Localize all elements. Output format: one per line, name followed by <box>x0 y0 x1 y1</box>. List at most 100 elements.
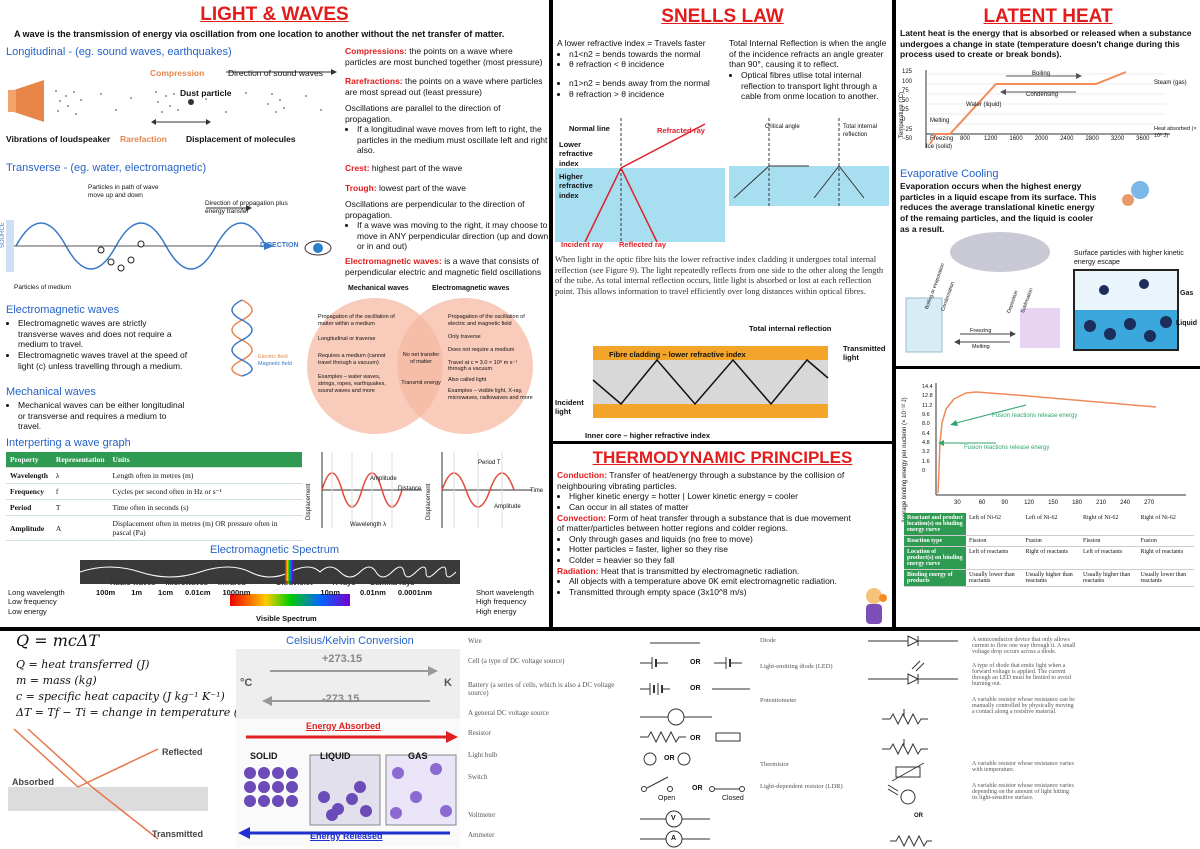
snell-left-text: A lower refractive index = Travels faste… <box>557 38 725 99</box>
dust-particle-label: Dust particle <box>180 88 232 98</box>
fusion-label-b: Fusion reactions release energy <box>964 445 1050 451</box>
divider-horizontal-main <box>0 627 1200 631</box>
evap-heading: Evaporative Cooling <box>900 168 999 180</box>
graph1-amplitude: Amplitude <box>370 476 397 482</box>
medium-label: Particles of medium <box>14 284 72 291</box>
longitudinal-diagram <box>8 69 337 125</box>
gas-state-label: GAS <box>408 751 428 761</box>
graph2-period: Period T <box>478 460 501 466</box>
plus-273: +273.15 <box>322 653 363 665</box>
fusion-fission-table: Reactant and product location(s) on bind… <box>904 513 1194 587</box>
em-heading: Electromagnetic waves <box>6 304 120 316</box>
transverse-diagram <box>6 205 332 272</box>
rarefaction-label: Rarefaction <box>120 134 167 144</box>
spectrum-wave <box>79 560 460 606</box>
circuit-component-drawings <box>868 635 958 848</box>
liquid-label: Liquid <box>1176 320 1197 327</box>
lower-index-label: Lower refractive index <box>559 140 593 168</box>
evap-text: Evaporation occurs when the highest ener… <box>900 181 1097 234</box>
tir-text: Total Internal Reflection is when the an… <box>729 38 889 102</box>
transmitted-label: Transmitted <box>152 829 204 839</box>
divider-vertical-1 <box>549 0 553 627</box>
crest-def: Crest: highest part of the wave <box>345 163 463 173</box>
snell-title: SNELLS LAW <box>661 6 784 27</box>
heating-curve-chart <box>925 70 1170 148</box>
melting-label: Melting <box>930 118 950 124</box>
circuit-symbols-right: Diode A semiconductor device that only a… <box>760 637 1076 801</box>
minus-273: -273.15 <box>322 693 360 705</box>
gas-label: Gas <box>1180 290 1194 297</box>
mech-heading: Mechanical waves <box>6 386 96 398</box>
critical-angle-label: Critical angle <box>765 124 800 130</box>
or-label-battery: OR <box>690 685 701 692</box>
water-label: Water (liquid) <box>966 102 1002 108</box>
fusion-label-a: Fusion reactions release energy <box>992 413 1078 419</box>
displacement-label: Displacement of molecules <box>186 134 296 144</box>
celsius-title: Celsius/Kelvin Conversion <box>286 635 414 647</box>
direction-label: DIRECTION <box>260 242 299 249</box>
particles-path-label: Particles in path of wave move up and do… <box>88 184 159 200</box>
fibre-tir-label: Total internal reflection <box>749 324 832 333</box>
surface-particles-label: Surface particles with higher kinetic en… <box>1074 250 1184 266</box>
optic-fibre-diagram <box>592 346 829 418</box>
energy-absorbed-label: Energy Absorbed <box>306 721 381 731</box>
or-label-ldr: OR <box>914 813 923 819</box>
binding-energy-chart <box>935 383 1186 496</box>
inner-core-label: Inner core – higher refractive index <box>585 431 711 440</box>
solid-label: SOLID <box>250 751 278 761</box>
energy-released-label: Energy Released <box>310 831 383 841</box>
switch-closed-label: Closed <box>722 795 744 802</box>
reflected-label: Reflected <box>162 747 203 757</box>
compression-label: Compression <box>150 68 205 78</box>
refracted-ray-label: Refracted ray <box>657 126 705 135</box>
latent-panel: LATENT HEAT Latent heat is the energy th… <box>896 0 1200 366</box>
em-wave-icon <box>231 299 253 377</box>
binding-ylabel: Average binding energy per nucleon (× 10… <box>902 397 908 523</box>
graph2-amplitude: Amplitude <box>494 504 521 510</box>
voltmeter-letter: V <box>671 815 676 822</box>
venn-right-title: Electromagnetic waves <box>432 285 510 292</box>
graph1-distance: Distance <box>398 486 422 492</box>
em-bullets: Electromagnetic waves are strictly trans… <box>6 318 188 371</box>
steam-label: Steam (gas) <box>1154 80 1187 86</box>
normal-line-label: Normal line <box>569 124 610 133</box>
freezing-label: Freezing <box>930 136 954 142</box>
states-of-matter <box>238 731 458 839</box>
liquid-state-label: LIQUID <box>320 751 351 761</box>
magnetic-field-label: Magnetic field <box>258 361 292 367</box>
refraction-diagram <box>555 118 725 243</box>
direction-sound-label: Direction of sound waves <box>228 68 323 78</box>
compressions-def: Compressions: the points on a wave where… <box>345 46 543 67</box>
formula-definitions: Q = heat transferred (J)m = mass (kg)c =… <box>16 658 251 719</box>
higher-index-label: Higher refractive index <box>559 172 593 200</box>
wave-graph-time <box>441 452 532 528</box>
switch-open-label: Open <box>658 795 676 802</box>
thermo-text: Conduction: Transfer of heat/energy thro… <box>557 470 857 598</box>
kelvin-unit: K <box>444 677 452 689</box>
conversion-arrows <box>262 666 438 706</box>
incident-ray-label: Incident ray <box>561 240 604 249</box>
cycle-melting: Melting <box>972 344 990 350</box>
venn-left-items: Propagation of the oscillation of matter… <box>318 314 395 395</box>
vibrations-label: Vibrations of loudspeaker <box>6 134 111 144</box>
incident-light-label: Incident light <box>555 398 584 417</box>
evap-character <box>1122 181 1149 206</box>
venn-right-items: Propagation of the oscillation of electr… <box>448 314 533 401</box>
reflection-diagram <box>8 728 208 840</box>
ammeter-letter: A <box>671 835 677 842</box>
latent-xlabel: Heat absorbed (× 10² J) <box>1154 126 1197 139</box>
divider-latent-binding <box>896 366 1200 369</box>
trough-def: Trough: lowest part of the wave <box>345 183 466 193</box>
condensing-label: Condensing <box>1026 92 1059 98</box>
reflected-ray-label: Reflected ray <box>619 240 667 249</box>
absorbed-label: Absorbed <box>12 777 55 787</box>
graph2-time: Time <box>530 488 544 494</box>
or-label-cell: OR <box>690 659 701 666</box>
or-label-switch: OR <box>692 785 703 792</box>
propagation-label: Direction of propagation plus energy tra… <box>205 200 288 216</box>
